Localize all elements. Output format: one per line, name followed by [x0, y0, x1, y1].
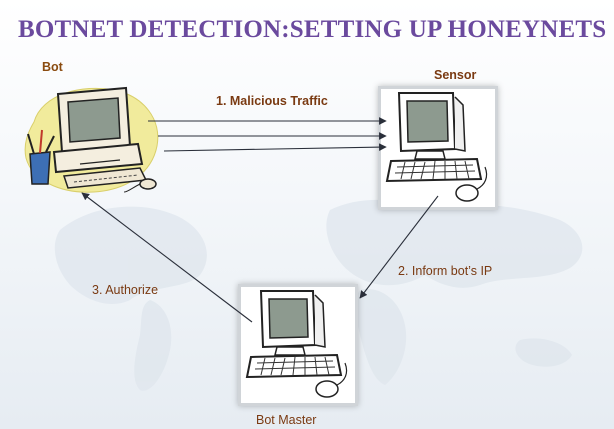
inform-ip-arrow	[359, 195, 439, 299]
sensor-computer-icon	[378, 86, 498, 210]
inform-ip-label: 2. Inform bot’s IP	[398, 264, 493, 278]
authorize-label: 3. Authorize	[92, 283, 159, 297]
bot-computer-icon	[24, 86, 159, 193]
malicious-traffic-arrow-3	[163, 143, 387, 152]
bot-label: Bot	[42, 60, 63, 74]
sensor-label: Sensor	[434, 68, 477, 82]
malicious-traffic-label: 1. Malicious Traffic	[216, 94, 328, 108]
authorize-arrow	[81, 192, 253, 323]
page-title: BOTNET DETECTION:SETTING UP HONEYNETS	[18, 16, 607, 43]
bot-master-label: Bot Master	[256, 413, 317, 427]
bot-master-computer-icon	[238, 284, 358, 406]
